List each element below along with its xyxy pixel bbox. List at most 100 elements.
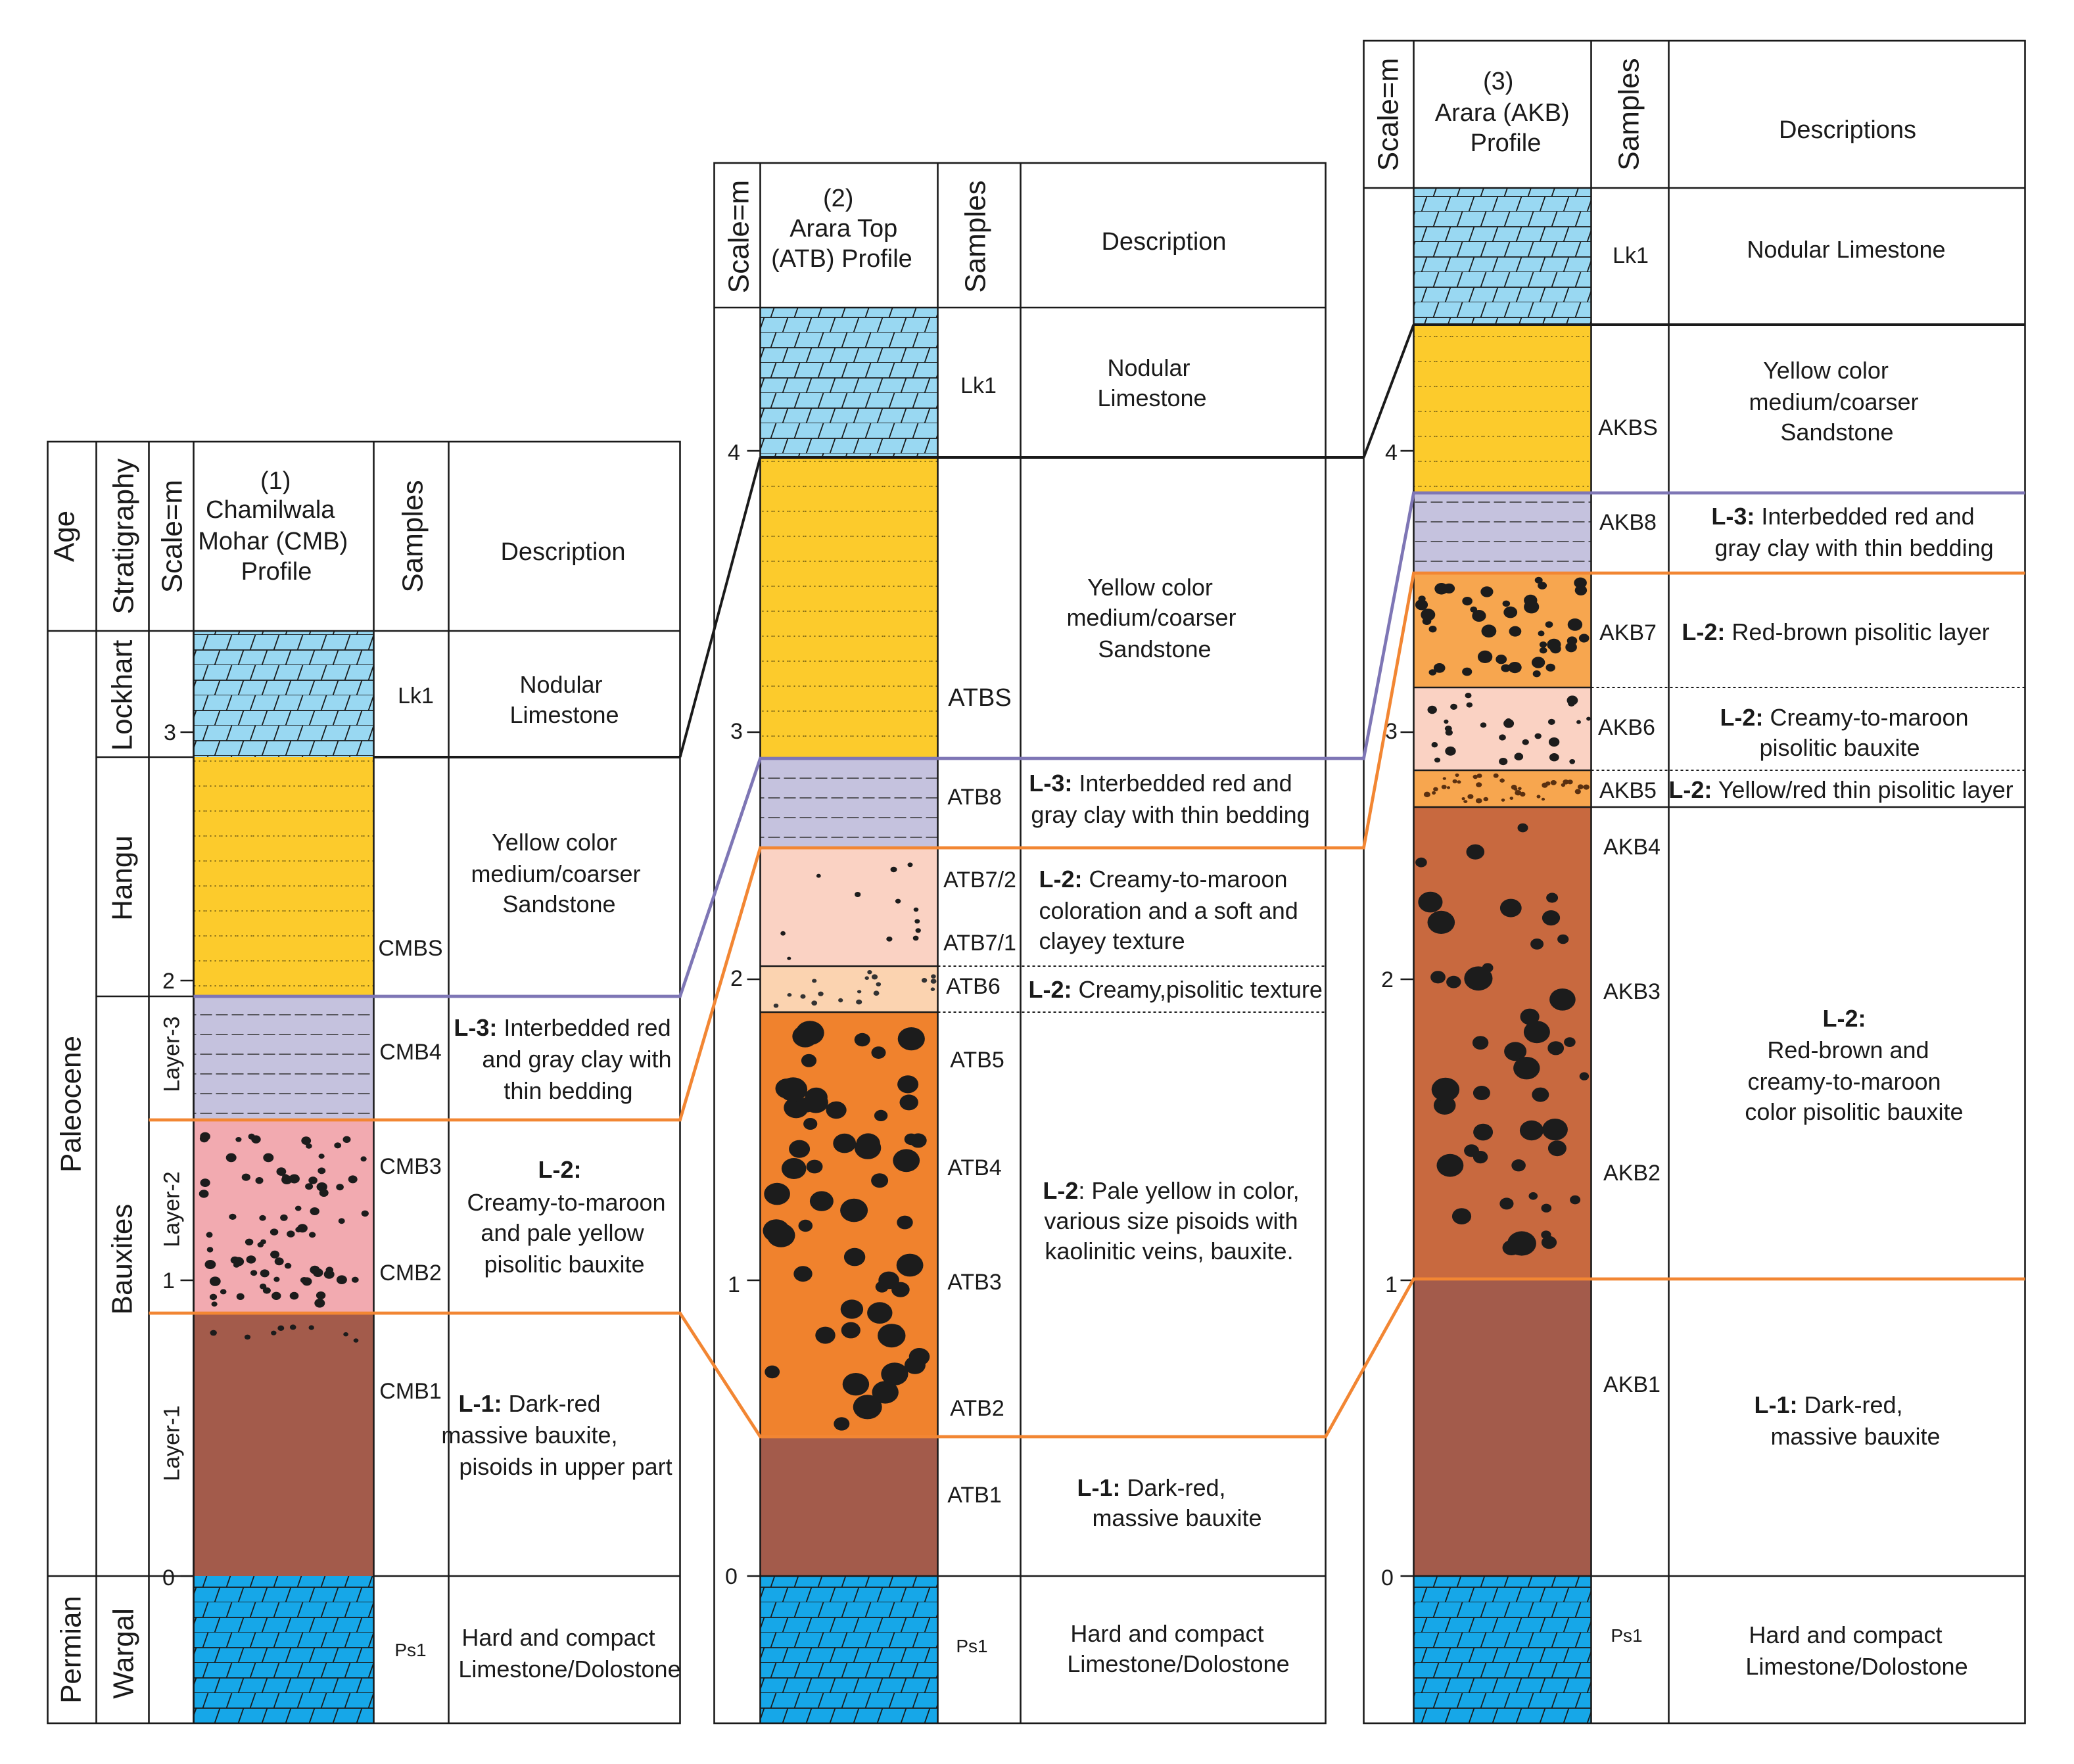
correlation-lockhart-base [678,457,762,758]
pisoid-dot [913,907,919,912]
pisoid-dot [1534,733,1542,739]
pisoid-dot [857,990,862,994]
p2-darkred-bauxite [760,1437,938,1576]
p3-samples-header: Samples [1613,58,1645,170]
p3-desc-layer3: L-3: Interbedded red and gray clay with … [1711,503,1993,561]
pisoid-dot [305,1183,314,1190]
p1-sample: Ps1 [394,1640,426,1660]
pisoid-dot [1431,1077,1460,1102]
p1-layer2-pisoids [199,1132,369,1308]
p2-sample: ATB8 [947,785,1002,810]
p1-layer1-bauxite [193,1313,374,1576]
pisoid-dot [1574,789,1581,795]
pisoid-dot [1513,1057,1540,1080]
pisoid-dot [1480,722,1487,728]
p3-desc-sandstone: Yellow color medium/coarser Sandstone [1749,357,1925,446]
p3-desc-layer2-redbrown: L-2: Red-brown pisolitic layer [1682,618,1989,645]
pisoid-dot [764,1182,790,1205]
pisoid-dot [200,1178,210,1187]
pisoid-dot [1518,787,1522,791]
pisoid-dot [1482,963,1494,973]
pisoid-dot [206,1232,213,1238]
p1-scale-tick: 1 [162,1268,175,1293]
pisoid-dot [867,1302,893,1324]
pisoid-dot [1467,794,1474,799]
p3-desc-layer2-bauxite: L-2: Red-brown and creamy-to-maroon colo… [1745,1005,1963,1125]
pisoid-dot [1549,988,1576,1011]
pisoid-dot [233,1257,245,1266]
p3-desc-layer1: L-1: Dark-red, massive bauxite [1754,1391,1940,1450]
pisoid-dot [1547,718,1555,725]
pisoid-dot [1433,663,1446,673]
pisoid-dot [1522,739,1529,745]
pisoid-dot [843,1247,866,1266]
p1-sample: Lk1 [398,684,434,708]
pisoid-dot [763,1219,790,1242]
pisoid-dot [209,1293,218,1301]
p3-scale-tick: 2 [1381,967,1394,992]
pisoid-dot [1465,693,1472,699]
p3-desc-layer2-thin: L-2: Yellow/red thin pisolitic layer [1668,776,2013,803]
pisoid-dot [1547,1140,1567,1157]
pisoid-dot [301,1136,312,1145]
pisoid-dot [1445,729,1453,736]
p3-sample: AKB1 [1603,1372,1661,1397]
pisoid-dot [1542,782,1548,788]
pisoid-dot [236,1293,245,1301]
p2-samples-header: Samples [960,180,992,292]
age-header: Age [49,511,81,562]
pisoid-dot [1550,780,1557,785]
pisoid-dot [1509,797,1514,800]
p3-desc-limestone: Nodular Limestone [1747,236,1945,263]
pisoid-dot [876,982,882,986]
pisoid-dot [280,1214,288,1221]
pisoid-dot [1583,784,1590,790]
pisoid-dot [1542,910,1561,926]
profile-2-arara-top: 4 3 2 1 0 Scale=m Samples Description (2… [713,162,1364,1725]
pisoid-dot [348,1175,358,1184]
profile-3-arara-akb: 4 3 2 1 0 Scale=m Samples Descriptions (… [1363,39,2026,1725]
pisoid-dot [1528,1192,1538,1200]
pisoid-dot [336,1275,347,1284]
pisoid-dot [871,1046,886,1059]
p2-desc-layer2-pisolitic: L-2: Creamy,pisolitic texture [1029,976,1323,1003]
p3-redbrown-bauxite-pisoids [1415,823,1590,1256]
pisoid-dot [284,1263,292,1269]
pisoid-dot [1499,778,1505,783]
pisoid-dot [1483,797,1489,802]
pisoid-dot [789,1140,811,1158]
p3-scale-tick: 1 [1385,1272,1398,1297]
p1-sample: CMB1 [379,1379,441,1404]
pisoid-dot [277,1325,285,1332]
pisoid-dot [308,1232,316,1238]
pisoid-dot [806,1159,823,1174]
pisoid-dot [1423,791,1430,798]
p2-desc-layer1: L-1: Dark-red, massive bauxite [1077,1474,1261,1531]
pisoid-dot [1570,1195,1581,1205]
pisoid-dot [1541,1230,1551,1240]
pisoid-dot [931,974,936,979]
pisoid-dot [1427,705,1437,714]
pisoid-dot [1568,700,1575,707]
pisoid-dot [244,1334,251,1340]
pisoid-dot [1509,626,1522,637]
correlation-layer2-top [149,571,2025,1122]
pisoid-dot [1501,664,1511,672]
pisoid-dot [855,892,861,897]
p3-scale-tick: 0 [1381,1566,1394,1590]
pisoid-dot [1428,626,1437,633]
pisoid-dot [912,935,919,941]
pisoid-dot [897,1075,919,1094]
p1-scale-tick: 0 [162,1566,175,1590]
p3-scale-tick: 4 [1385,440,1398,465]
pisoid-dot [295,1205,302,1211]
pisoid-dot [199,1190,209,1198]
pisoid-dot [1442,777,1446,780]
pisoid-dot [274,1257,284,1266]
pisoid-dot [314,1299,325,1308]
pisoid-dot [220,1289,227,1295]
pisoid-dot [773,1004,779,1008]
pisoid-dot [1532,670,1541,678]
formation-lockhart: Lockhart [106,640,139,751]
p3-sample: Ps1 [1611,1625,1642,1646]
